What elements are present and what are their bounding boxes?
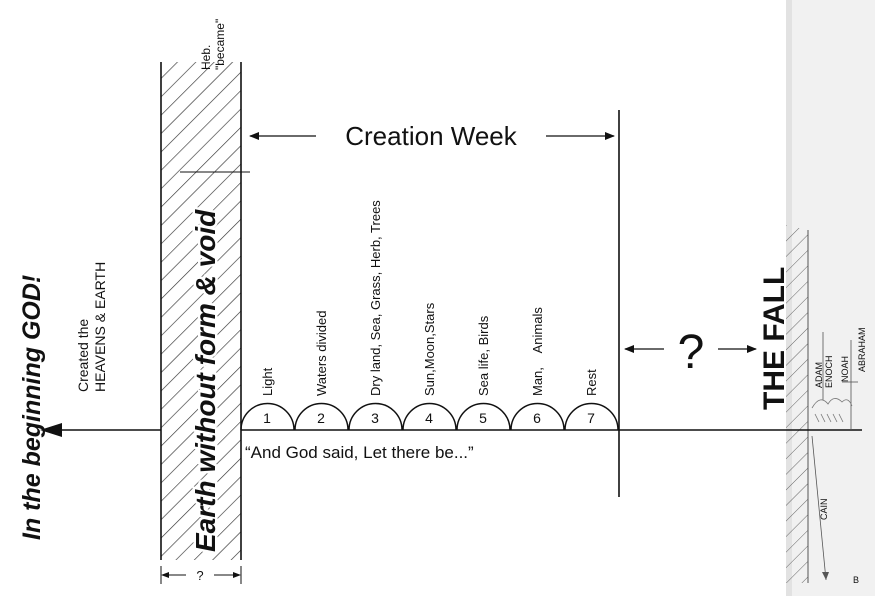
patriarch-names: ADAM ENOCH NOAH ABRAHAM	[814, 327, 867, 388]
heb-line-2: "became"	[213, 19, 227, 70]
quote-text: “And God said, Let there be...”	[245, 443, 474, 462]
day-1-label: Light	[260, 367, 275, 396]
day-3-label: Dry land, Sea, Grass, Herb, Trees	[368, 200, 383, 396]
name-enoch: ENOCH	[824, 355, 834, 388]
gap-marker: ?	[196, 568, 203, 583]
day-7-label: Rest	[584, 369, 599, 396]
day-arches	[240, 402, 619, 431]
creation-week-title: Creation Week	[345, 121, 517, 151]
day-5-number: 5	[479, 410, 487, 426]
gap-band-hatch	[161, 62, 241, 560]
created-line-1: Created the	[75, 319, 91, 392]
day-5-arch	[456, 402, 511, 431]
day-4-label: Sun,Moon,Stars	[422, 302, 437, 396]
day-4-number: 4	[425, 410, 433, 426]
corner-letter: B	[853, 575, 859, 585]
day-3-number: 3	[371, 410, 379, 426]
day-1-arch	[240, 402, 295, 431]
name-adam: ADAM	[814, 362, 824, 388]
day-7-arch	[564, 402, 619, 431]
interval-marker: ?	[678, 326, 705, 379]
flood-sketch-cloud	[811, 398, 853, 409]
day-3-arch	[348, 402, 403, 431]
day-1-number: 1	[263, 410, 271, 426]
day-numbers: 1 2 3 4 5 6 7	[263, 410, 595, 426]
day-2-arch	[294, 402, 349, 431]
timeline-arrow-left-icon	[40, 423, 62, 437]
right-hatch-band	[786, 225, 808, 583]
heb-line-1: Heb.	[199, 45, 213, 70]
flood-sketch-rain	[814, 413, 844, 423]
name-cain: CAIN	[819, 498, 829, 520]
gap-band-title: Earth without form & void	[190, 209, 221, 552]
cain-arrow-icon	[822, 572, 829, 580]
name-noah: NOAH	[840, 356, 850, 382]
day-2-number: 2	[317, 410, 325, 426]
created-line-2: HEAVENS & EARTH	[92, 262, 108, 392]
name-abraham: ABRAHAM	[857, 327, 867, 372]
the-fall-label: THE FALL	[758, 267, 791, 410]
day-labels: Light Waters divided Dry land, Sea, Gras…	[260, 200, 599, 396]
flood-sketch	[811, 398, 853, 423]
gap-dimension-arrow-right-icon	[233, 572, 241, 578]
day-6-number: 6	[533, 410, 541, 426]
gap-dimension-arrow-left-icon	[161, 572, 169, 578]
day-6-arch	[510, 402, 565, 431]
cain-line	[811, 435, 827, 581]
day-7-number: 7	[587, 410, 595, 426]
heading-in-the-beginning: In the beginning GOD!	[18, 275, 46, 540]
day-2-label: Waters divided	[314, 311, 329, 397]
day-5-label: Sea life, Birds	[476, 315, 491, 396]
day-6-label: Man, Animals	[530, 307, 545, 396]
day-4-arch	[402, 402, 457, 431]
